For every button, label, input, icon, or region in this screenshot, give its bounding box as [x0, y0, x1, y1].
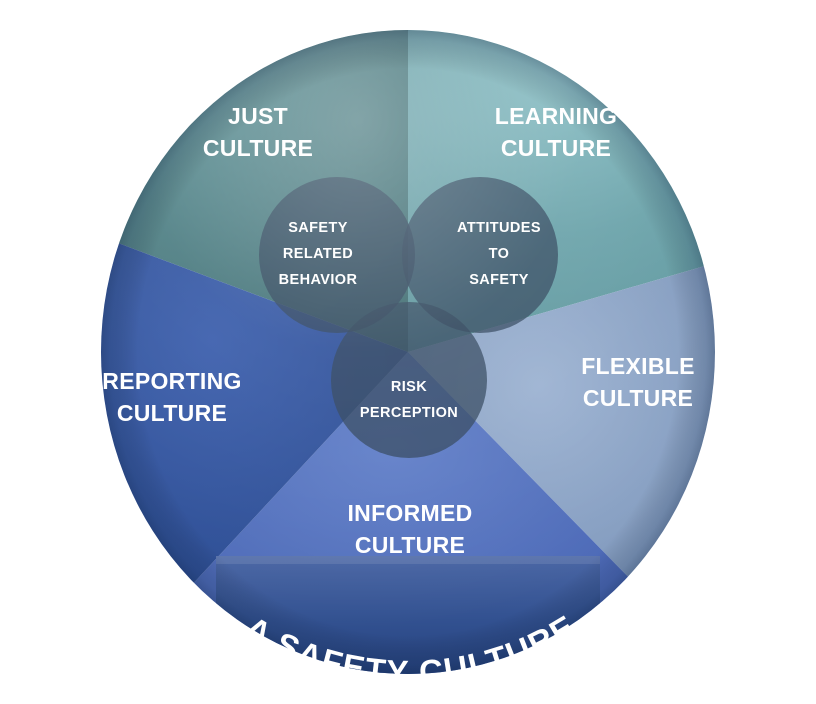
label-reporting-culture: REPORTING CULTURE: [102, 368, 241, 426]
label-attitudes-to-safety-line3: SAFETY: [469, 272, 529, 288]
wheel-segment-labels: JUST CULTURE LEARNING CULTURE FLEXIBLE C…: [102, 103, 695, 558]
rim-shadow: [101, 30, 715, 674]
label-informed-culture-line2: CULTURE: [355, 532, 465, 558]
venn-circle-labels: SAFETY RELATED BEHAVIOR ATTITUDES TO SAF…: [279, 220, 541, 421]
label-risk-perception-line2: PERCEPTION: [360, 405, 458, 421]
label-flexible-culture-line2: CULTURE: [583, 385, 693, 411]
label-safety-related-behavior: SAFETY RELATED BEHAVIOR: [279, 220, 358, 288]
label-informed-culture-line1: INFORMED: [347, 500, 472, 526]
label-informed-culture: INFORMED CULTURE: [347, 500, 472, 558]
label-flexible-culture-line1: FLEXIBLE: [581, 353, 695, 379]
label-reporting-culture-line2: CULTURE: [117, 400, 227, 426]
label-just-culture: JUST CULTURE: [203, 103, 313, 161]
label-learning-culture: LEARNING CULTURE: [495, 103, 618, 161]
label-attitudes-to-safety-line2: TO: [489, 246, 510, 262]
label-safety-related-behavior-line1: SAFETY: [288, 220, 348, 236]
label-risk-perception-line1: RISK: [391, 379, 427, 395]
label-reporting-culture-line1: REPORTING: [102, 368, 241, 394]
label-learning-culture-line2: CULTURE: [501, 135, 611, 161]
label-flexible-culture: FLEXIBLE CULTURE: [581, 353, 695, 411]
label-learning-culture-line1: LEARNING: [495, 103, 618, 129]
label-safety-related-behavior-line2: RELATED: [283, 246, 353, 262]
label-safety-related-behavior-line3: BEHAVIOR: [279, 272, 358, 288]
label-just-culture-line1: JUST: [228, 103, 288, 129]
label-attitudes-to-safety-line1: ATTITUDES: [457, 220, 541, 236]
label-risk-perception: RISK PERCEPTION: [360, 379, 458, 421]
label-just-culture-line2: CULTURE: [203, 135, 313, 161]
label-attitudes-to-safety: ATTITUDES TO SAFETY: [457, 220, 541, 288]
